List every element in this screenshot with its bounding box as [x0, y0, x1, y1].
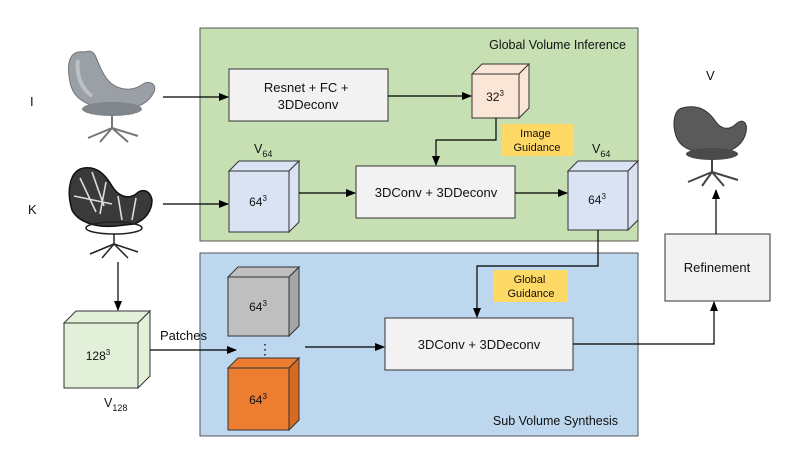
v64-input-cube: 643	[227, 159, 301, 234]
sub-region-title: Sub Volume Synthesis	[493, 414, 618, 428]
global-region-title: Global Volume Inference	[489, 38, 626, 52]
sub-conv-label: 3DConv + 3DDeconv	[418, 337, 541, 352]
sub-conv-block	[384, 317, 574, 371]
encoder-label: Resnet + FC + 3DDeconv	[264, 80, 352, 112]
input-K-label: K	[28, 202, 37, 217]
global-conv-label: 3DConv + 3DDeconv	[375, 185, 498, 200]
global-conv-block	[355, 165, 516, 219]
output-V-label: V	[706, 68, 715, 83]
svg-text:643: 643	[249, 392, 267, 407]
arrow-coarse-to-conv	[432, 118, 497, 166]
refinement-box	[664, 233, 771, 302]
encoder-box	[228, 68, 389, 122]
coarse-volume-cube: 323	[470, 62, 531, 120]
input-I-label: I	[30, 94, 34, 109]
image-guidance-box	[502, 124, 573, 156]
svg-text:323: 323	[486, 89, 504, 104]
v128-label: V128	[104, 396, 127, 413]
svg-text:643: 643	[588, 192, 606, 207]
sketch-chair-K	[68, 167, 153, 259]
refinement-label: Refinement	[684, 260, 751, 275]
output-chair-V	[673, 106, 747, 187]
svg-text:1283: 1283	[86, 348, 111, 363]
arrow-subconv-to-refinement	[573, 301, 718, 345]
patch-bottom-cube: 643	[226, 356, 301, 432]
patches-label: Patches	[160, 328, 207, 343]
global-guidance-box	[493, 270, 568, 302]
input-image-chair	[68, 50, 156, 143]
patch-top-cube: 643	[226, 265, 301, 338]
v64-input-label: V64	[254, 142, 272, 159]
image-guidance-label: Image Guidance	[513, 128, 560, 154]
svg-text:643: 643	[249, 299, 267, 314]
patch-ellipsis: ⋮	[258, 341, 272, 357]
arrow-v64out-to-subconv	[473, 230, 599, 318]
v64-output-label: V64	[592, 142, 610, 159]
global-guidance-label: Global Guidance	[507, 274, 554, 300]
v128-cube: 1283	[62, 309, 152, 390]
svg-text:643: 643	[249, 194, 267, 209]
flow-arrows	[114, 92, 720, 354]
v64-output-cube: 643	[566, 159, 640, 232]
